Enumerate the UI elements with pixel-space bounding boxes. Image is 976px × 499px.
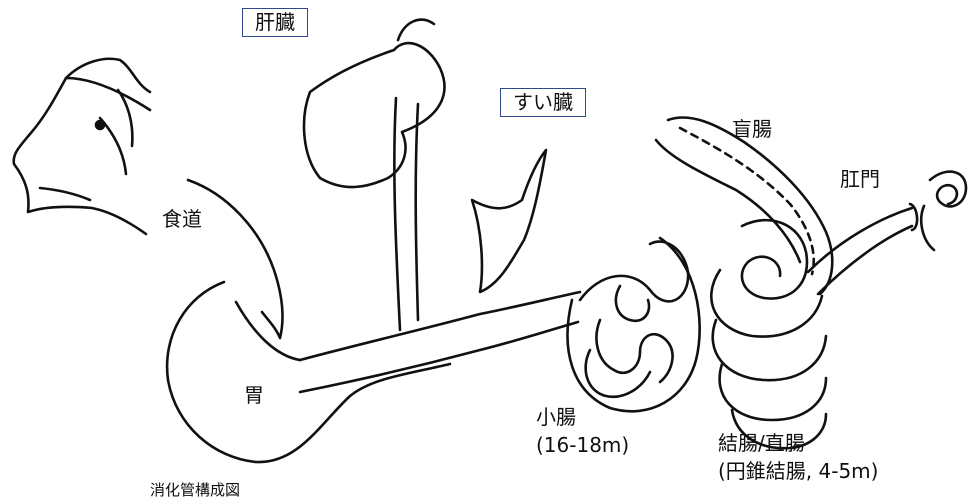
stomach-drawing	[167, 282, 450, 462]
cecum-dashed-line	[680, 128, 814, 274]
stomach-inner-edge	[236, 302, 300, 360]
rectum-drawing	[808, 208, 912, 294]
small-intestine-label: 小腸	[536, 406, 576, 429]
liver-drawing	[304, 43, 444, 187]
small-intestine-length-label: (16-18m)	[536, 434, 629, 457]
small-intestine-drawing	[580, 242, 688, 397]
esophagus-label: 食道	[162, 208, 202, 231]
bile-duct-drawing	[394, 98, 418, 330]
cecum-label: 盲腸	[732, 118, 772, 141]
small-intestine-coil-outline	[568, 238, 700, 411]
colon-rectum-detail-label: (円錐結腸, 4-5m)	[718, 460, 878, 483]
caption: 消化管構成図	[150, 482, 240, 499]
anus-label: 肛門	[840, 168, 880, 191]
liver-label: 肝臓	[242, 8, 308, 37]
colon-spiral-drawing	[711, 220, 826, 448]
pancreas-label: すい臓	[500, 88, 586, 117]
duodenum-drawing	[300, 292, 580, 392]
esophagus-drawing	[188, 180, 282, 338]
liver-lobe-top	[398, 20, 434, 40]
pancreas-drawing	[472, 150, 546, 292]
pig-head-drawing	[14, 59, 150, 234]
pig-tail-drawing	[921, 172, 966, 250]
colon-rectum-label: 結腸/直腸	[718, 432, 805, 455]
stomach-label: 胃	[244, 384, 264, 407]
